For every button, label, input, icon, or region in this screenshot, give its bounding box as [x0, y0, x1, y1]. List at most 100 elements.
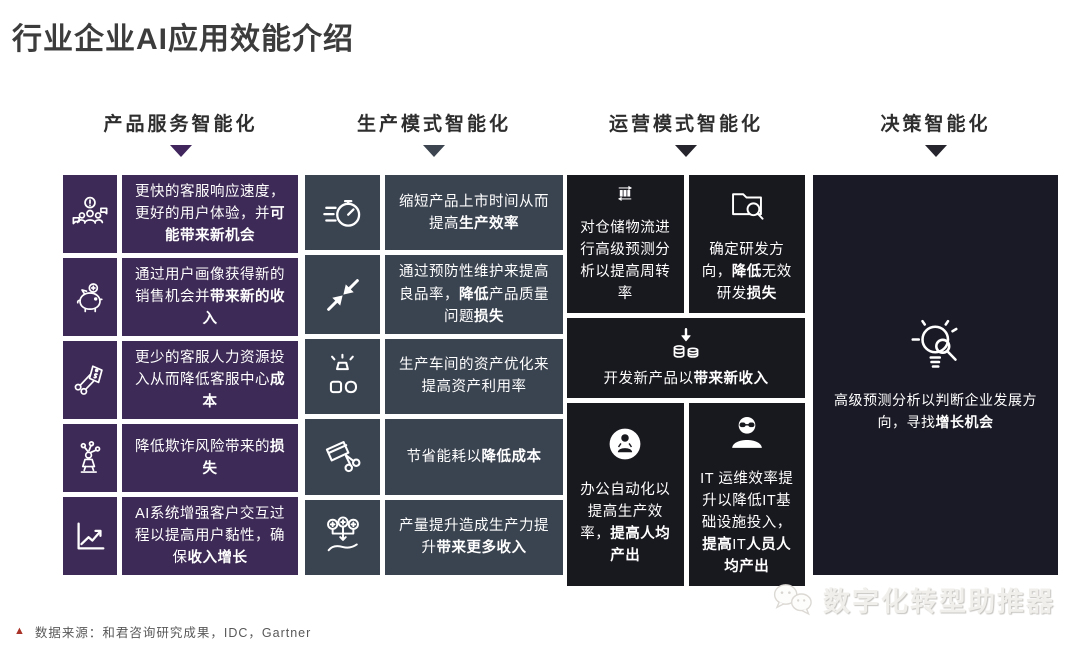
benefit-text: 高级预测分析以判断企业发展方向，寻找增长机会 [821, 390, 1050, 433]
triangle-pointer-icon [169, 145, 192, 157]
speed-stopwatch-icon [322, 199, 360, 227]
triangle-pointer-icon [423, 145, 445, 157]
column-header: 生产模式智能化 [305, 112, 563, 175]
folder-search-icon [731, 193, 764, 220]
icon-cell [63, 175, 117, 254]
source-triangle-icon: ▲ [14, 625, 25, 637]
benefit-text-emphasis: 人员人均产出 [724, 537, 792, 576]
logistics-flow-icon [618, 185, 633, 202]
benefit-text-emphasis: 损失 [746, 285, 777, 302]
benefit-text: 办公自动化以提高生产效率，提高人均产出 [575, 479, 676, 567]
icon-cell [63, 258, 117, 337]
wechat-icon [773, 583, 812, 615]
fraud-risk-icon [80, 441, 101, 474]
icon-cell [305, 255, 380, 334]
benefit-cell: 高级预测分析以判断企业发展方向，寻找增长机会 [813, 175, 1058, 575]
column-title: 决策智能化 [880, 114, 991, 135]
workshop-assets-icon [329, 353, 357, 394]
icon-cell [305, 338, 380, 415]
icon-cell [305, 175, 380, 251]
cut-price-tag-icon [74, 365, 103, 396]
benefit-text-part: IT 运维效率提升以降低IT基础设施投入， [700, 471, 794, 532]
benefit-cell: 办公自动化以提高生产效率，提高人均产出 [567, 403, 684, 587]
benefit-text-emphasis: 可能带来新机会 [165, 206, 285, 245]
new-revenue-icon [673, 328, 699, 358]
benefit-cell: 确定研发方向，降低无效研发损失 [688, 175, 805, 313]
icon-cell [63, 496, 117, 575]
benefit-text-emphasis: 提高人均产出 [610, 526, 671, 565]
data-source-text: 数据来源：和君咨询研究成果，IDC，Gartner [34, 626, 312, 640]
benefit-text-emphasis: 降低 [731, 263, 762, 280]
office-automation-icon [609, 428, 641, 460]
column-production-mode: 生产模式智能化 缩短产品上市时间从而提高生产效率通过预防性维护来提高良品率，降低… [305, 112, 563, 575]
cut-card-icon [325, 440, 360, 472]
watermark-label: 数字化转型助推器 [823, 587, 1055, 617]
benefit-text: 缩短产品上市时间从而提高生产效率 [394, 191, 554, 235]
benefit-text-emphasis: 带来更多收入 [436, 540, 527, 557]
benefit-text-emphasis: 损失 [474, 308, 504, 325]
benefit-cell: 更快的客服响应速度，更好的用户体验，并可能带来新机会 [122, 175, 298, 254]
watermark: 数字化转型助推器 [770, 580, 1055, 619]
column-panel: 更快的客服响应速度，更好的用户体验，并可能带来新机会通过用户画像获得新的销售机会… [63, 175, 298, 575]
benefit-text-part: AI系统增强客户交互过程以提高用户黏性，确保 [135, 505, 285, 566]
icon-cell [305, 419, 380, 495]
benefit-text: 生产车间的资产优化来提高资产利用率 [394, 354, 554, 398]
column-decision: 决策智能化 高级预测分析以判断企业发展方向，寻找增长机会 [813, 112, 1058, 575]
benefit-text-emphasis: 增长机会 [935, 413, 994, 430]
benefit-text-emphasis: 收入增长 [187, 549, 248, 566]
benefit-cell: 产量提升造成生产力提升带来更多收入 [385, 499, 563, 575]
triangle-pointer-icon [675, 145, 697, 157]
piggy-bank-icon [76, 283, 103, 313]
column-header: 运营模式智能化 [567, 112, 805, 175]
benefit-cell: 节省能耗以降低成本 [385, 419, 563, 495]
benefit-text-part: 缩短产品上市时间从而提高 [399, 193, 549, 232]
column-title: 运营模式智能化 [608, 114, 763, 135]
benefit-text-emphasis: 成本 [202, 372, 285, 411]
benefit-text-part: 对仓储物流进行高级预测分析以提高周转率 [580, 219, 671, 302]
column-operations-mode: 运营模式智能化 对仓储物流进行高级预测分析以提高周转率确定研发方向，降低无效研发… [567, 112, 805, 587]
benefit-text: 开发新产品以带来新收入 [604, 368, 769, 390]
benefit-text: 节省能耗以降低成本 [407, 446, 542, 468]
icon-cell [305, 499, 380, 575]
benefit-text: 更少的客服人力资源投入从而降低客服中心成本 [131, 347, 289, 413]
column-header: 产品服务智能化 [63, 112, 298, 175]
benefit-text-part: 更少的客服人力资源投入从而降低客服中心 [135, 350, 285, 389]
benefit-text: 对仓储物流进行高级预测分析以提高周转率 [575, 217, 676, 305]
benefit-text-part: 无效研发 [716, 263, 792, 302]
benefit-text-emphasis: 提高 [702, 537, 733, 554]
icon-cell [63, 341, 117, 420]
converging-arrows-icon [326, 278, 359, 311]
benefit-text-part: 通过用户画像获得新的销售机会并 [135, 267, 285, 306]
benefit-cell: 更少的客服人力资源投入从而降低客服中心成本 [122, 341, 298, 420]
benefit-cell: 通过预防性维护来提高良品率，降低产品质量问题损失 [385, 255, 563, 334]
column-panel: 对仓储物流进行高级预测分析以提高周转率确定研发方向，降低无效研发损失开发新产品以… [567, 175, 805, 587]
benefit-text-part: 降低欺诈风险带来的 [135, 439, 270, 456]
benefit-cell: IT 运维效率提升以降低IT基础设施投入， 提高IT人员人均产出 [688, 403, 805, 587]
benefit-cell: 生产车间的资产优化来提高资产利用率 [385, 338, 563, 415]
column-title: 生产模式智能化 [356, 114, 511, 135]
benefit-text-part: 节省能耗以 [406, 448, 482, 465]
benefit-text-part: 确定研发方向， [701, 241, 785, 280]
triangle-pointer-icon [924, 145, 947, 157]
growth-chart-icon [77, 522, 105, 550]
benefit-text: 确定研发方向，降低无效研发损失 [697, 239, 798, 305]
benefit-text-part: 更快的客服响应速度，更好的用户体验，并 [135, 184, 285, 223]
it-operations-icon [731, 416, 762, 448]
benefit-text-emphasis: 带来新的收入 [202, 289, 285, 328]
icon-cell [63, 424, 117, 492]
benefit-text: 通过预防性维护来提高良品率，降低产品质量问题损失 [394, 261, 554, 327]
benefit-cell: 对仓储物流进行高级预测分析以提高周转率 [567, 175, 684, 313]
benefit-text-part: IT [732, 537, 747, 554]
column-header: 决策智能化 [813, 112, 1058, 175]
benefit-text-emphasis: 损失 [202, 439, 285, 478]
benefit-text-part: 开发新产品以 [603, 370, 694, 387]
benefit-cell: 缩短产品上市时间从而提高生产效率 [385, 175, 563, 251]
benefit-cell: AI系统增强客户交互过程以提高用户黏性，确保收入增长 [122, 496, 298, 575]
benefit-text: 降低欺诈风险带来的损失 [131, 436, 289, 480]
benefit-text-part: 产品质量问题 [444, 286, 549, 325]
benefit-text-part: 生产车间的资产优化来提高资产利用率 [399, 357, 549, 396]
column-product-service: 产品服务智能化 更快的客服响应速度，更好的用户体验，并可能带来新机会通过用户画像… [63, 112, 298, 575]
benefit-text-part: 高级预测分析以判断企业发展方向，寻找 [834, 392, 1037, 430]
benefit-text-emphasis: 生产效率 [459, 215, 519, 232]
benefit-cell: 开发新产品以带来新收入 [567, 318, 805, 398]
